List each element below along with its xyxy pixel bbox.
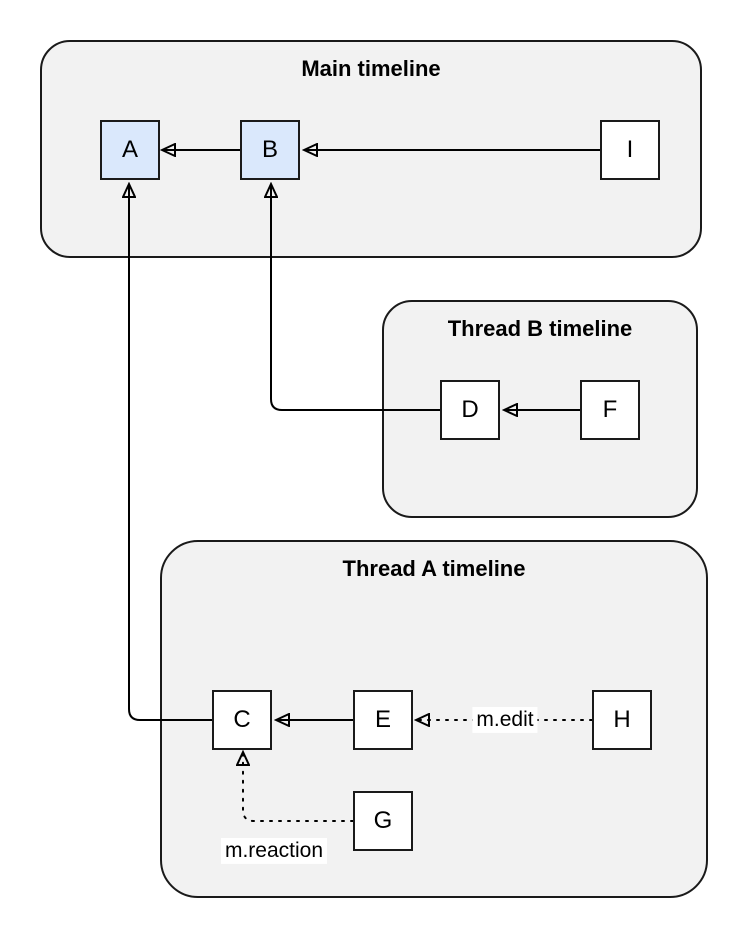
node-d-label: D — [461, 396, 479, 423]
node-b-label: B — [261, 136, 278, 163]
main-timeline-title: Main timeline — [301, 56, 441, 81]
node-a: A — [100, 120, 160, 180]
node-e: E — [353, 690, 413, 750]
node-h-label: H — [613, 706, 631, 733]
node-f-label: F — [602, 396, 618, 423]
thread-b-timeline-title: Thread B timeline — [447, 316, 633, 341]
node-g: G — [353, 791, 413, 851]
node-f: F — [580, 380, 640, 440]
node-b: B — [240, 120, 300, 180]
node-h: H — [592, 690, 652, 750]
node-g-label: G — [373, 807, 393, 834]
node-i: I — [600, 120, 660, 180]
node-a-label: A — [121, 136, 138, 163]
node-e-label: E — [374, 706, 391, 733]
node-c-label: C — [233, 706, 251, 733]
thread-a-timeline-title: Thread A timeline — [342, 556, 526, 581]
node-i-label: I — [626, 136, 634, 163]
node-c: C — [212, 690, 272, 750]
edge-label-m-edit: m.edit — [472, 706, 538, 734]
node-d: D — [440, 380, 500, 440]
edge-label-m-reaction: m.reaction — [220, 837, 328, 865]
container-thread-b-timeline: Thread B timeline — [382, 300, 698, 518]
